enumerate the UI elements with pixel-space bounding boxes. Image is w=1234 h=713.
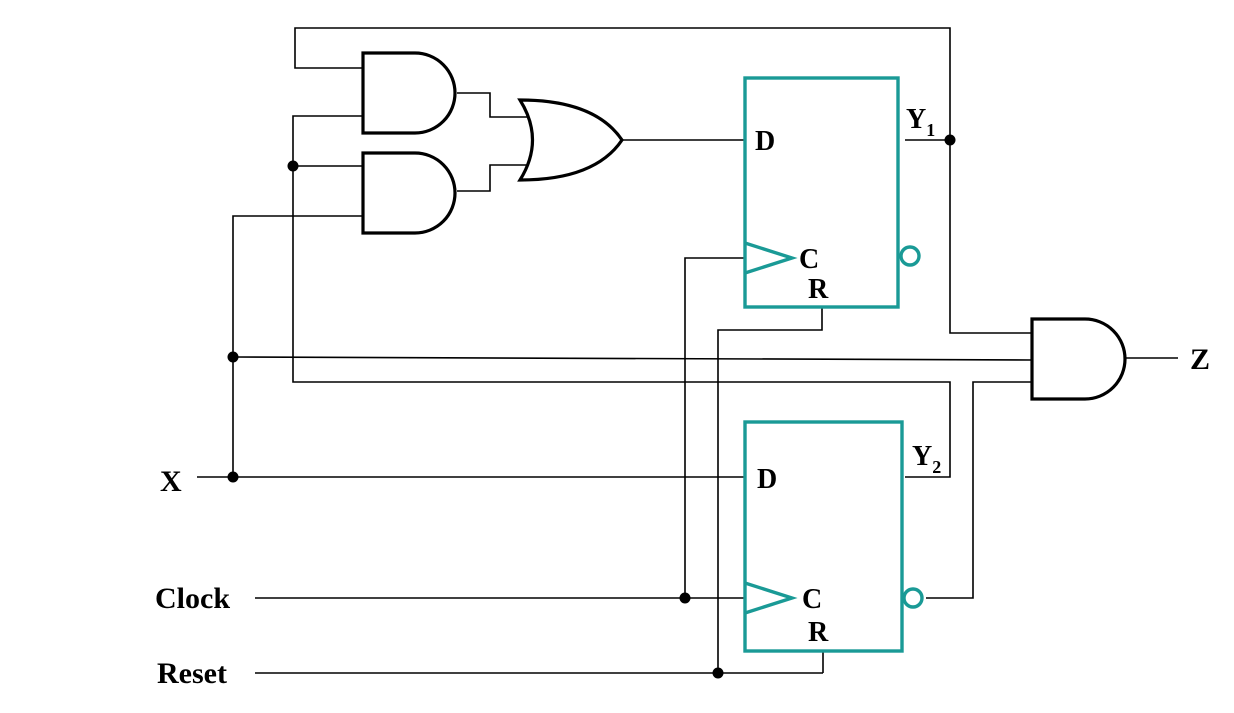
wires <box>197 27 1178 674</box>
and-gate-bottom <box>361 151 457 235</box>
flip-flop-2-output-label: Y2 <box>912 441 941 477</box>
flip-flop-1: D C R Y1 <box>743 76 935 309</box>
junction-dot <box>227 351 239 363</box>
wire-and1-to-or <box>457 92 531 118</box>
wire-y2-feedback <box>292 115 951 478</box>
flip-flop-2-d-label: D <box>757 464 777 495</box>
y2-subscript: 2 <box>932 457 941 477</box>
flip-flop-1-r-label: R <box>808 274 829 305</box>
junction-dot <box>944 134 956 146</box>
input-x-label: X <box>160 465 182 498</box>
wire-reset-to-ff1 <box>717 307 823 673</box>
wire-and2-to-or <box>457 164 531 192</box>
y1-main: Y <box>906 104 926 135</box>
flip-flop-2-clock-triangle <box>744 581 798 615</box>
wire-y1-feedback <box>294 27 951 141</box>
wire-clock-to-ff1 <box>684 257 745 598</box>
wire-x-to-and2 <box>232 215 363 477</box>
flip-flop-2-body <box>743 420 904 653</box>
wire-x-to-output-and <box>232 356 1033 361</box>
and-gate-top <box>361 51 457 135</box>
and-gate-output <box>1030 317 1127 401</box>
wire-y2bar-to-output-and <box>926 381 1032 599</box>
flip-flop-1-clock-triangle <box>744 241 798 275</box>
junction-dot <box>712 667 724 679</box>
junction-dot <box>679 592 691 604</box>
flip-flop-1-qbar-bubble <box>899 245 921 267</box>
input-clock-label: Clock <box>155 582 230 615</box>
flip-flop-1-d-label: D <box>755 126 775 157</box>
junctions <box>227 134 956 679</box>
flip-flop-2-c-label: C <box>802 584 822 615</box>
junction-dot <box>287 160 299 172</box>
output-z-label: Z <box>1190 343 1210 376</box>
y1-subscript: 1 <box>926 120 935 140</box>
wire-y1-to-output-and <box>949 140 1032 334</box>
flip-flop-2-qbar-bubble <box>902 587 924 609</box>
flip-flop-1-output-label: Y1 <box>906 104 935 140</box>
flip-flop-1-body <box>743 76 900 309</box>
flip-flop-2-r-label: R <box>808 617 829 648</box>
y2-main: Y <box>912 441 932 472</box>
flip-flop-2: D C R Y2 <box>743 420 941 653</box>
junction-dot <box>227 471 239 483</box>
input-reset-label: Reset <box>157 657 227 690</box>
flip-flop-1-c-label: C <box>799 244 819 275</box>
or-gate <box>517 98 624 182</box>
